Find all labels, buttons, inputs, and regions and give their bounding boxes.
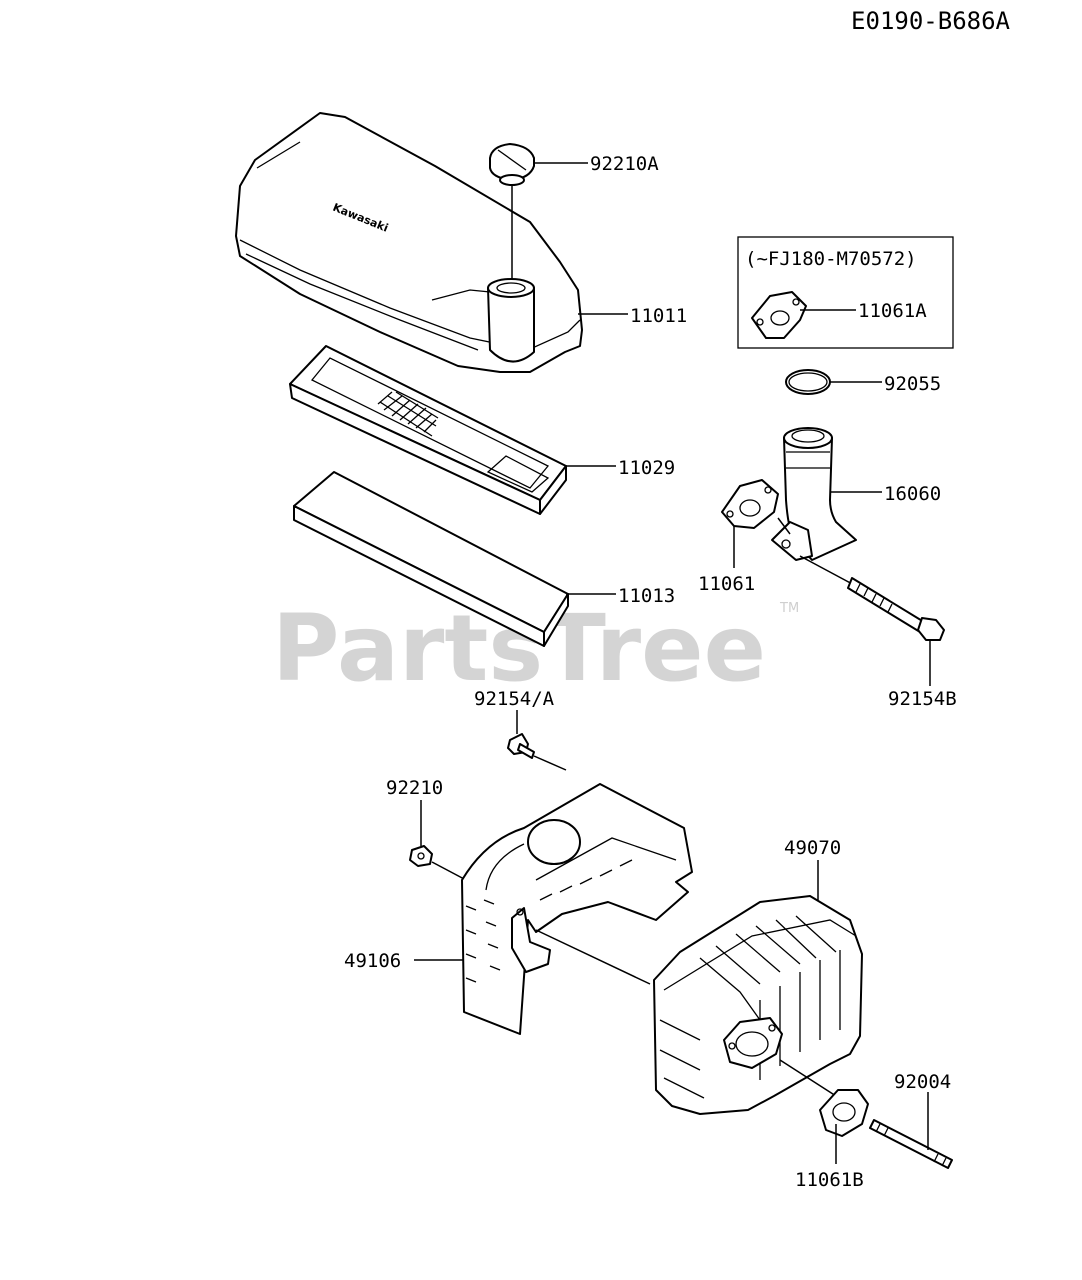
- diagram-code: E0190-B686A: [851, 7, 1010, 35]
- label-11061[interactable]: 11061: [698, 573, 755, 595]
- gasket-variant: [751, 291, 807, 339]
- label-92004[interactable]: 92004: [894, 1071, 951, 1093]
- watermark-trademark: TM: [779, 601, 799, 616]
- label-11061B[interactable]: 11061B: [795, 1169, 864, 1191]
- bolt-guide-line: [799, 555, 857, 587]
- muffler-gasket: [819, 1089, 869, 1137]
- filter-mesh: [377, 391, 439, 437]
- label-11013[interactable]: 11013: [618, 585, 675, 607]
- leader-lines: [414, 162, 931, 1164]
- stud: [869, 1119, 953, 1169]
- nut: [409, 845, 433, 867]
- filler-neck: [487, 278, 535, 363]
- nut-guide-line: [431, 861, 467, 881]
- label-92154-A[interactable]: 92154/A: [474, 688, 555, 710]
- label-49106[interactable]: 49106: [344, 950, 401, 972]
- muffler: [653, 895, 863, 1115]
- muffler-guide-line: [779, 1059, 837, 1097]
- muffler-guard: [461, 783, 693, 1035]
- label-11061A[interactable]: 11061A: [858, 300, 927, 322]
- pre-filter: [293, 471, 569, 647]
- label-92210[interactable]: 92210: [386, 777, 443, 799]
- label-16060[interactable]: 16060: [884, 483, 941, 505]
- label-11011[interactable]: 11011: [630, 305, 687, 327]
- air-filter-element: [289, 345, 567, 515]
- label-92154B[interactable]: 92154B: [888, 688, 957, 710]
- label-49070[interactable]: 49070: [784, 837, 841, 859]
- intake-elbow: [771, 427, 857, 561]
- bolt-a-guide-line: [533, 755, 567, 771]
- label-92055[interactable]: 92055: [884, 373, 941, 395]
- bolt: [507, 733, 535, 759]
- long-bolt: [847, 577, 945, 641]
- gasket-guide-line: [777, 517, 791, 535]
- label-92210A[interactable]: 92210A: [590, 153, 659, 175]
- air-cleaner-cover: Kawasaki: [235, 112, 583, 373]
- variant-box-label: (~FJ180-M70572): [745, 248, 917, 270]
- label-11029[interactable]: 11029: [618, 457, 675, 479]
- cap: [489, 143, 535, 186]
- gasket: [721, 479, 779, 529]
- guard-guide-line: [535, 929, 651, 985]
